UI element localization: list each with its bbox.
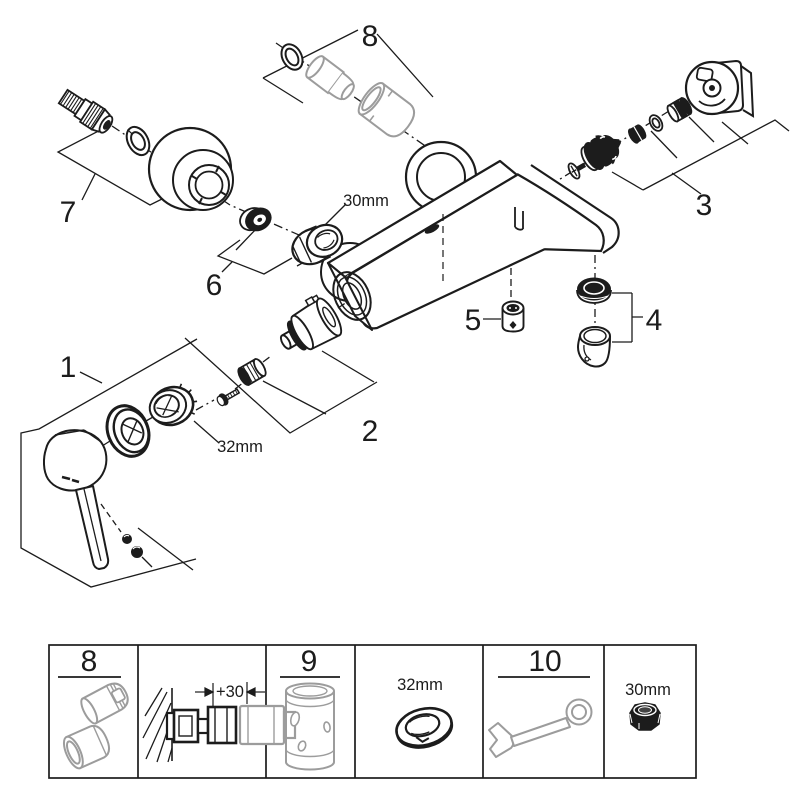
bracket-7 bbox=[56, 123, 169, 206]
group-7 bbox=[57, 88, 234, 212]
spout bbox=[516, 164, 620, 254]
spout-joint-slot bbox=[514, 207, 524, 231]
panel-label-8: 8 bbox=[81, 645, 98, 678]
bracket-1 bbox=[20, 338, 198, 588]
panel-label-plus30: +30 bbox=[216, 683, 244, 701]
panel-cell-nut-30mm: 30mm bbox=[625, 681, 671, 731]
callout-2: 2 bbox=[362, 415, 379, 448]
top-face-slot bbox=[424, 224, 440, 234]
cap-ring-32mm-1 bbox=[148, 383, 198, 427]
spout-outlet-4 bbox=[577, 326, 611, 368]
dim-label-30mm: 30mm bbox=[343, 192, 389, 210]
bracket-8 bbox=[262, 29, 434, 104]
wrench-icon bbox=[488, 698, 593, 758]
accessory-panel: 8 bbox=[48, 644, 697, 779]
nut-3 bbox=[628, 124, 647, 144]
panel-label-9: 9 bbox=[301, 645, 318, 678]
s-union-nipple bbox=[57, 88, 114, 134]
callout-5: 5 bbox=[465, 304, 482, 337]
panel-cell-spare-9: 9 bbox=[280, 645, 340, 771]
callout-1: 1 bbox=[60, 351, 77, 384]
callout-6: 6 bbox=[206, 269, 223, 302]
bracket-3 bbox=[642, 119, 790, 191]
sealing-washer-7 bbox=[125, 125, 151, 157]
lever-handle-1 bbox=[42, 429, 110, 570]
group-2 bbox=[216, 294, 343, 407]
panel-label-32mm: 32mm bbox=[397, 676, 443, 694]
panel-label-30mm: 30mm bbox=[625, 681, 671, 699]
extension-union-icon bbox=[238, 704, 297, 746]
bracket-6 bbox=[216, 239, 293, 275]
callout-3: 3 bbox=[696, 189, 713, 222]
bracket-2 bbox=[184, 337, 378, 434]
handle-screws-1 bbox=[122, 534, 143, 558]
fixing-screw-3 bbox=[567, 162, 587, 180]
faucet-body bbox=[320, 140, 620, 331]
panel-cell-ring-32mm: 32mm bbox=[395, 676, 454, 749]
union-nut-30mm bbox=[291, 223, 344, 266]
group-8 bbox=[280, 43, 416, 138]
panel-cell-spare-8: 8 bbox=[58, 645, 129, 770]
group-1 bbox=[42, 383, 198, 570]
extension-tube-icon bbox=[285, 682, 335, 771]
adapter-sleeve-3 bbox=[666, 96, 693, 123]
panel-cell-tool-10: 10 bbox=[488, 645, 593, 758]
leader-7 bbox=[81, 173, 96, 201]
inlet-opening bbox=[332, 271, 372, 321]
group-3 bbox=[567, 59, 755, 180]
ring-nut-32mm-icon bbox=[395, 706, 454, 749]
body-front-fill bbox=[345, 175, 545, 330]
callout-7: 7 bbox=[60, 196, 77, 229]
nut-30mm-icon bbox=[629, 702, 661, 731]
leader-dim-32 bbox=[193, 420, 220, 444]
cartridge-2 bbox=[279, 294, 343, 351]
concealed-union-icon bbox=[165, 705, 238, 745]
dim-label-32mm: 32mm bbox=[217, 438, 263, 456]
callout-labels: 8 7 3 6 5 4 1 2 30mm 32mm bbox=[60, 20, 713, 456]
callout-8: 8 bbox=[362, 20, 379, 53]
leaders-3 bbox=[611, 116, 749, 195]
check-valve-insert bbox=[239, 207, 272, 232]
extension-union-8 bbox=[305, 55, 355, 101]
panel-label-10: 10 bbox=[528, 645, 561, 678]
diverter-knob-3 bbox=[684, 60, 740, 116]
adapter-sleeve-a-icon bbox=[80, 682, 129, 725]
mousseur-4 bbox=[576, 277, 612, 304]
handle-screw-2 bbox=[216, 388, 241, 407]
leader-1 bbox=[79, 371, 194, 571]
group-4 bbox=[576, 277, 612, 368]
bracket-4 bbox=[612, 292, 643, 343]
adapter-sleeve-b-icon bbox=[62, 724, 111, 770]
washer-8 bbox=[280, 43, 304, 71]
cover-sleeve-8 bbox=[357, 82, 416, 138]
panel-cell-install-depth: +30 bbox=[142, 682, 297, 763]
diverter-cartridge-3 bbox=[580, 135, 622, 172]
depth-dimension bbox=[195, 682, 265, 706]
trim-ring-1 bbox=[105, 404, 151, 458]
aerator-5 bbox=[501, 300, 525, 333]
cap-nut-2 bbox=[237, 358, 267, 386]
washer-3 bbox=[648, 114, 664, 132]
wall-escutcheon-7 bbox=[147, 126, 234, 212]
group-6 bbox=[239, 207, 344, 266]
callout-4: 4 bbox=[646, 304, 663, 337]
leaders-2 bbox=[262, 350, 375, 415]
